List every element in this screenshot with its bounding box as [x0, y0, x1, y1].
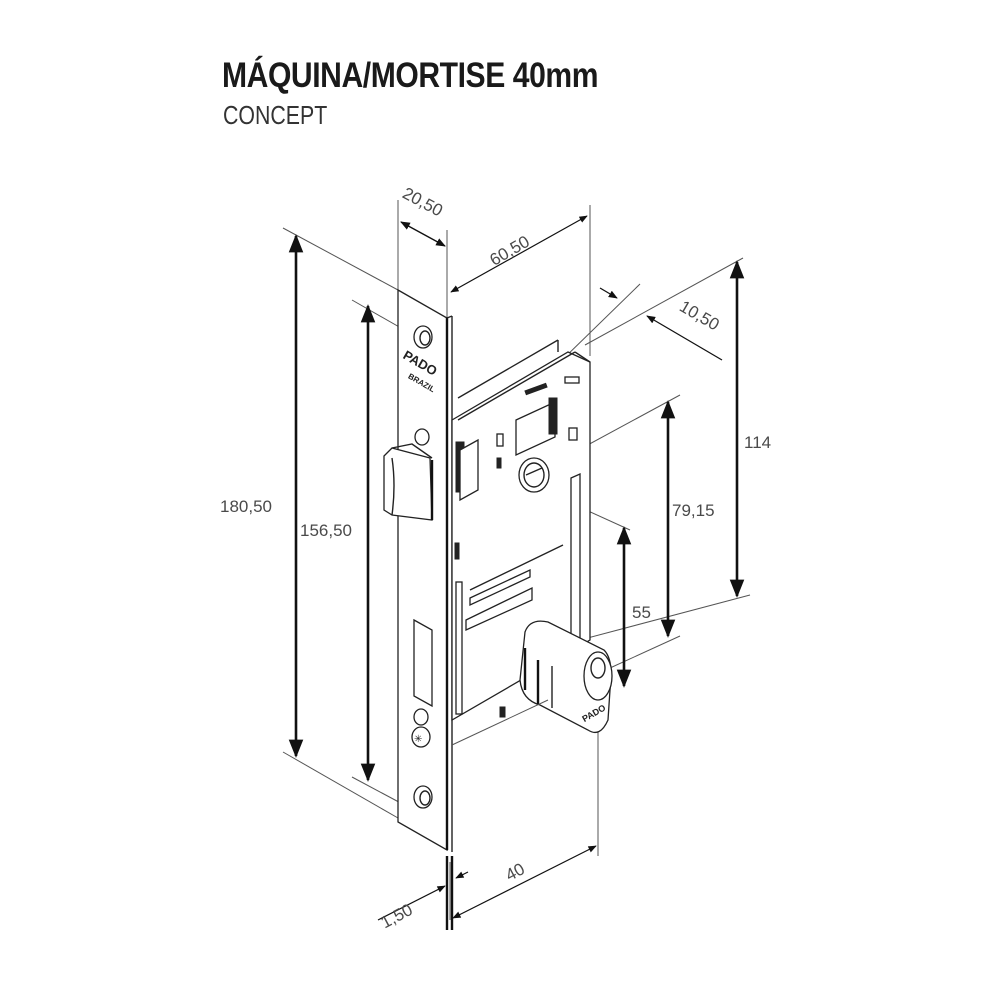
page-title: MÁQUINA/MORTISE 40mm: [222, 56, 599, 95]
dim-screw-spacing: 156,50: [300, 521, 352, 540]
dim-faceplate-thickness: 1,50: [378, 900, 416, 932]
page-subtitle: CONCEPT: [223, 100, 328, 130]
faceplate: ✳ PADO BRAZIL: [397, 288, 453, 852]
dim-handle-to-cylinder: 79,15: [672, 501, 715, 520]
dim-faceplate-width: 20,50: [399, 184, 445, 221]
extension-lines: [282, 200, 751, 920]
dim-faceplate-height: 180,50: [220, 497, 272, 516]
cylinder: PADO: [451, 620, 613, 746]
dim-backset: 40: [502, 859, 528, 885]
dimension-lines: [288, 215, 745, 930]
dim-case-depth: 60,50: [486, 232, 532, 270]
dim-case-offset: 10,50: [676, 297, 722, 335]
svg-text:✳: ✳: [414, 734, 422, 745]
latch-bolt: [383, 443, 434, 521]
dim-cylinder-offset: 55: [632, 603, 651, 622]
dim-case-height: 114: [744, 433, 771, 452]
